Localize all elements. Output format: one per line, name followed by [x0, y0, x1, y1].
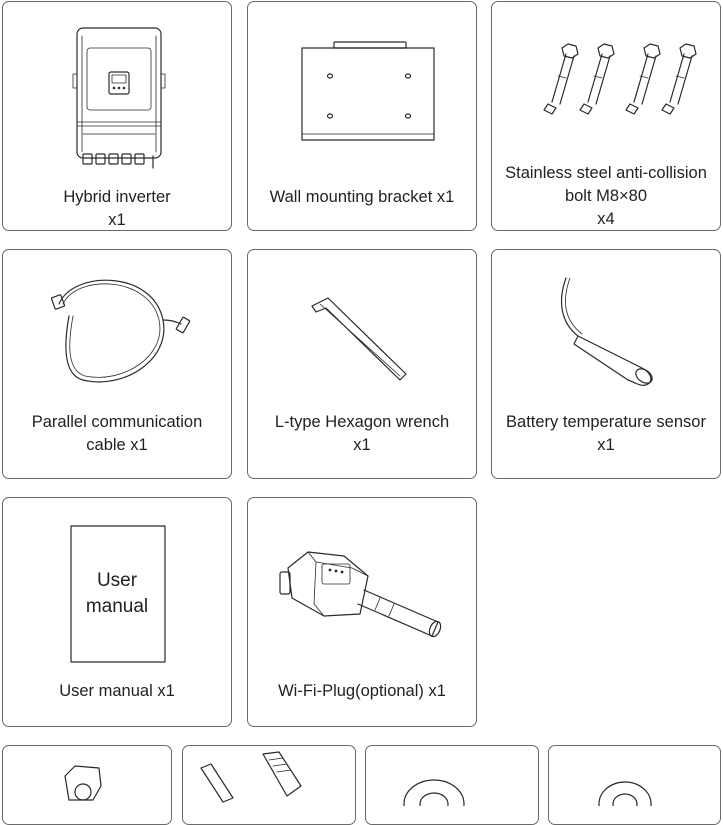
- item-card-partial-2: [182, 745, 356, 825]
- ring-icon: [403, 779, 465, 806]
- item-caption: User manual x1: [59, 682, 175, 700]
- item-card-cable: Parallel communication cable x1: [2, 249, 232, 479]
- temperature-sensor-icon: [560, 277, 653, 386]
- wifi-plug-icon: [279, 551, 442, 638]
- cable-icon: [50, 279, 191, 383]
- item-card-hybrid-inverter: Hybrid inverter x1: [2, 1, 232, 231]
- item-card-bolts: Stainless steel anti-collision bolt M8×8…: [491, 1, 721, 231]
- manual-cover-text: User manual: [85, 570, 149, 617]
- wall-bracket-icon: [301, 41, 435, 141]
- current-clamp-icon: [64, 765, 102, 801]
- item-caption: Battery temperature sensor x1: [506, 413, 706, 454]
- item-card-hex-wrench: L-type Hexagon wrench x1: [247, 249, 477, 479]
- item-caption: Hybrid inverter x1: [63, 188, 171, 229]
- item-card-user-manual: User manual User manual x1: [2, 497, 232, 727]
- connector-icon: [200, 751, 302, 803]
- item-card-partial-1: [2, 745, 172, 825]
- item-card-partial-3: [365, 745, 539, 825]
- item-caption: L-type Hexagon wrench x1: [274, 413, 450, 454]
- bolts-icon: [543, 43, 697, 115]
- item-card-partial-4: [548, 745, 721, 825]
- item-card-temperature-sensor: Battery temperature sensor x1: [491, 249, 721, 479]
- item-caption: Stainless steel anti-collision bolt M8×8…: [505, 164, 707, 228]
- item-caption: Wall mounting bracket x1: [269, 188, 455, 206]
- hybrid-inverter-icon: [72, 27, 166, 169]
- item-card-wifi-plug: Wi-Fi-Plug(optional) x1: [247, 497, 477, 727]
- ring-icon: [598, 781, 652, 806]
- item-caption: Parallel communication cable x1: [31, 413, 203, 454]
- user-manual-icon: [70, 525, 166, 663]
- item-card-wall-bracket: Wall mounting bracket x1: [247, 1, 477, 231]
- hex-wrench-icon: [311, 297, 407, 381]
- item-caption: Wi-Fi-Plug(optional) x1: [278, 682, 446, 700]
